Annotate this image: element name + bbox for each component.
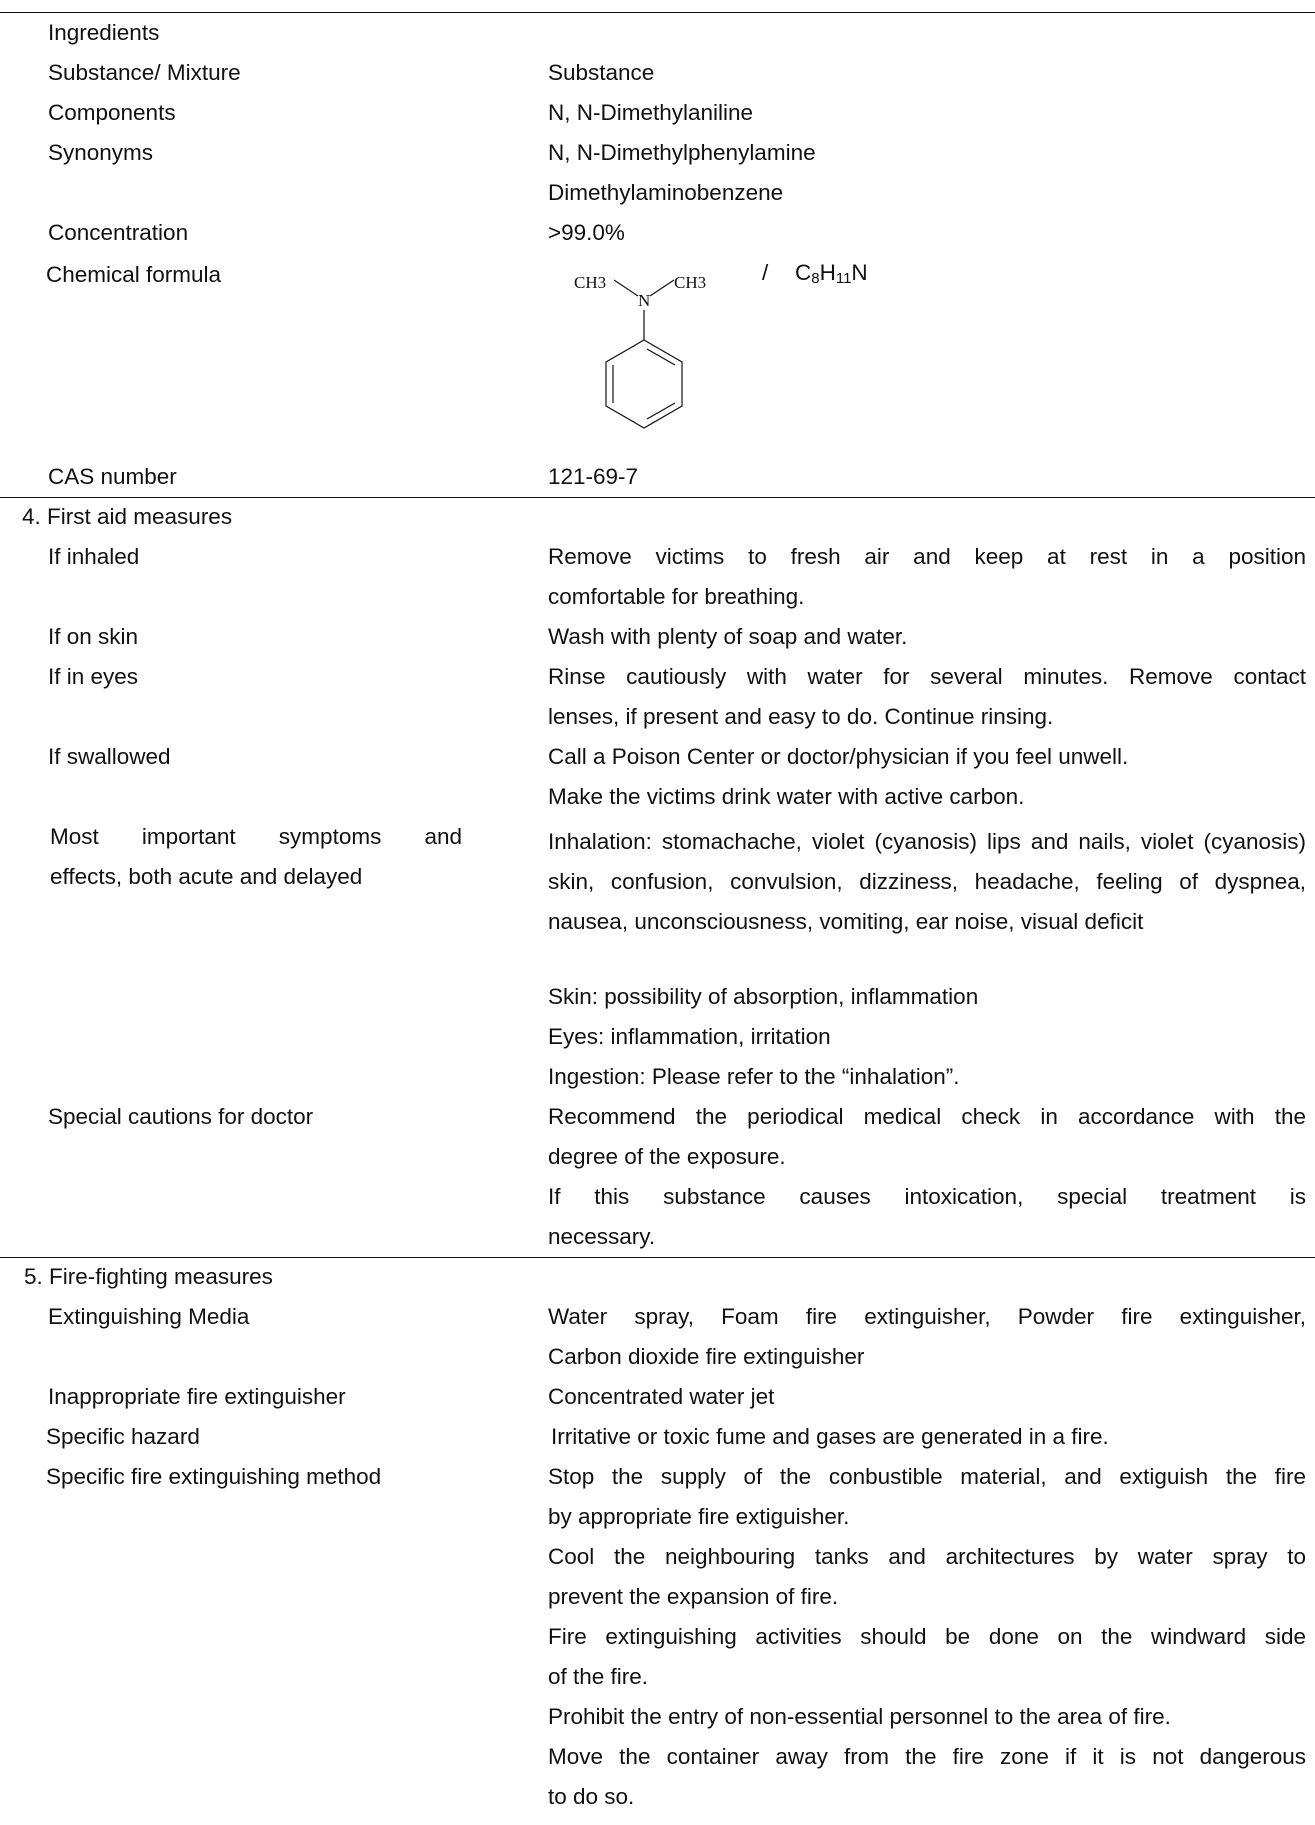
label-inappropriate-extinguisher: Inappropriate fire extinguisher [48, 1384, 346, 1409]
value-method-p5-line-1: Move the container away from the fire zo… [548, 1744, 1306, 1769]
value-if-inhaled-line-2: comfortable for breathing. [548, 584, 805, 609]
value-method-p1-line-2: by appropriate fire extiguisher. [548, 1504, 850, 1529]
ring-double-bond-2 [646, 402, 676, 420]
structural-formula: CH3 CH3 N [570, 262, 720, 452]
label-chemical-formula: Chemical formula [46, 262, 222, 287]
label-symptoms-line-2: effects, both acute and delayed [50, 864, 363, 889]
value-if-swallowed-line-2: Make the victims drink water with active… [548, 784, 1025, 809]
methyl-group-left-label: CH3 [574, 273, 606, 292]
section-divider [0, 12, 1315, 13]
section-divider [0, 1257, 1315, 1258]
value-symptoms-ingestion: Ingestion: Please refer to the “inhalati… [548, 1064, 960, 1089]
value-extinguishing-media-line-2: Carbon dioxide fire extinguisher [548, 1344, 865, 1369]
benzene-ring [605, 339, 683, 429]
label-extinguishing-method: Specific fire extinguishing method [46, 1464, 382, 1489]
value-symptoms-eyes: Eyes: inflammation, irritation [548, 1024, 831, 1049]
nitrogen-atom-label: N [638, 291, 650, 310]
value-if-on-skin: Wash with plenty of soap and water. [548, 624, 908, 649]
ring-double-bond-1 [646, 348, 676, 366]
value-synonym-1: N, N-Dimethylphenylamine [548, 140, 816, 165]
label-if-swallowed: If swallowed [48, 744, 171, 769]
value-method-p3-line-2: of the fire. [548, 1664, 649, 1689]
value-doctor-line-4: necessary. [548, 1224, 656, 1249]
label-if-in-eyes: If in eyes [48, 664, 139, 689]
label-specific-hazard: Specific hazard [46, 1424, 200, 1449]
value-concentration: >99.0% [548, 220, 625, 245]
value-substance-mixture: Substance [548, 60, 655, 85]
label-if-inhaled: If inhaled [48, 544, 140, 569]
label-extinguishing-media: Extinguishing Media [48, 1304, 250, 1329]
bond-n-methyl-right [649, 279, 675, 297]
value-method-p2-line-2: prevent the expansion of fire. [548, 1584, 839, 1609]
value-synonym-2: Dimethylaminobenzene [548, 180, 784, 205]
label-if-on-skin: If on skin [48, 624, 139, 649]
bond-n-methyl-left [613, 279, 639, 297]
label-components: Components [48, 100, 176, 125]
value-method-p2-line-1: Cool the neighbouring tanks and architec… [548, 1544, 1306, 1569]
label-synonyms: Synonyms [48, 140, 154, 165]
value-doctor-line-3: If this substance causes intoxication, s… [548, 1184, 1306, 1209]
molecular-formula: C8H11N [795, 260, 868, 287]
value-doctor-line-1: Recommend the periodical medical check i… [548, 1104, 1306, 1129]
value-extinguishing-media-line-1: Water spray, Foam fire extinguisher, Pow… [548, 1304, 1306, 1329]
value-symptoms-skin: Skin: possibility of absorption, inflamm… [548, 984, 979, 1009]
value-method-p1-line-1: Stop the supply of the conbustible mater… [548, 1464, 1306, 1489]
label-special-cautions-doctor: Special cautions for doctor [48, 1104, 314, 1129]
value-method-p4: Prohibit the entry of non-essential pers… [548, 1704, 1171, 1729]
label-concentration: Concentration [48, 220, 189, 245]
value-symptoms-inhalation: Inhalation: stomachache, violet (cyanosi… [548, 829, 1306, 934]
value-specific-hazard: Irritative or toxic fume and gases are g… [551, 1424, 1109, 1449]
label-symptoms-line-1: Most important symptoms and [50, 824, 462, 849]
value-if-swallowed-line-1: Call a Poison Center or doctor/physician… [548, 744, 1129, 769]
section-title-fire-fighting: 5. Fire-fighting measures [24, 1264, 273, 1289]
section-title-ingredients: Ingredients [48, 20, 160, 45]
label-cas-number: CAS number [48, 464, 177, 489]
value-if-inhaled-line-1: Remove victims to fresh air and keep at … [548, 544, 1306, 569]
methyl-group-right-label: CH3 [674, 273, 706, 292]
section-title-first-aid: 4. First aid measures [22, 504, 233, 529]
dimethylaniline-structure-diagram: CH3 CH3 N [574, 273, 706, 429]
value-if-in-eyes-line-1: Rinse cautiously with water for several … [548, 664, 1306, 689]
value-inappropriate-extinguisher: Concentrated water jet [548, 1384, 775, 1409]
value-if-in-eyes-line-2: lenses, if present and easy to do. Conti… [548, 704, 1054, 729]
value-method-p3-line-1: Fire extinguishing activities should be … [548, 1624, 1306, 1649]
section-divider [0, 497, 1315, 498]
value-cas-number: 121-69-7 [548, 464, 639, 489]
formula-separator: / [762, 260, 769, 285]
value-doctor-line-2: degree of the exposure. [548, 1144, 786, 1169]
value-method-p5-line-2: to do so. [548, 1784, 635, 1809]
label-substance-mixture: Substance/ Mixture [48, 60, 241, 85]
value-components: N, N-Dimethylaniline [548, 100, 754, 125]
